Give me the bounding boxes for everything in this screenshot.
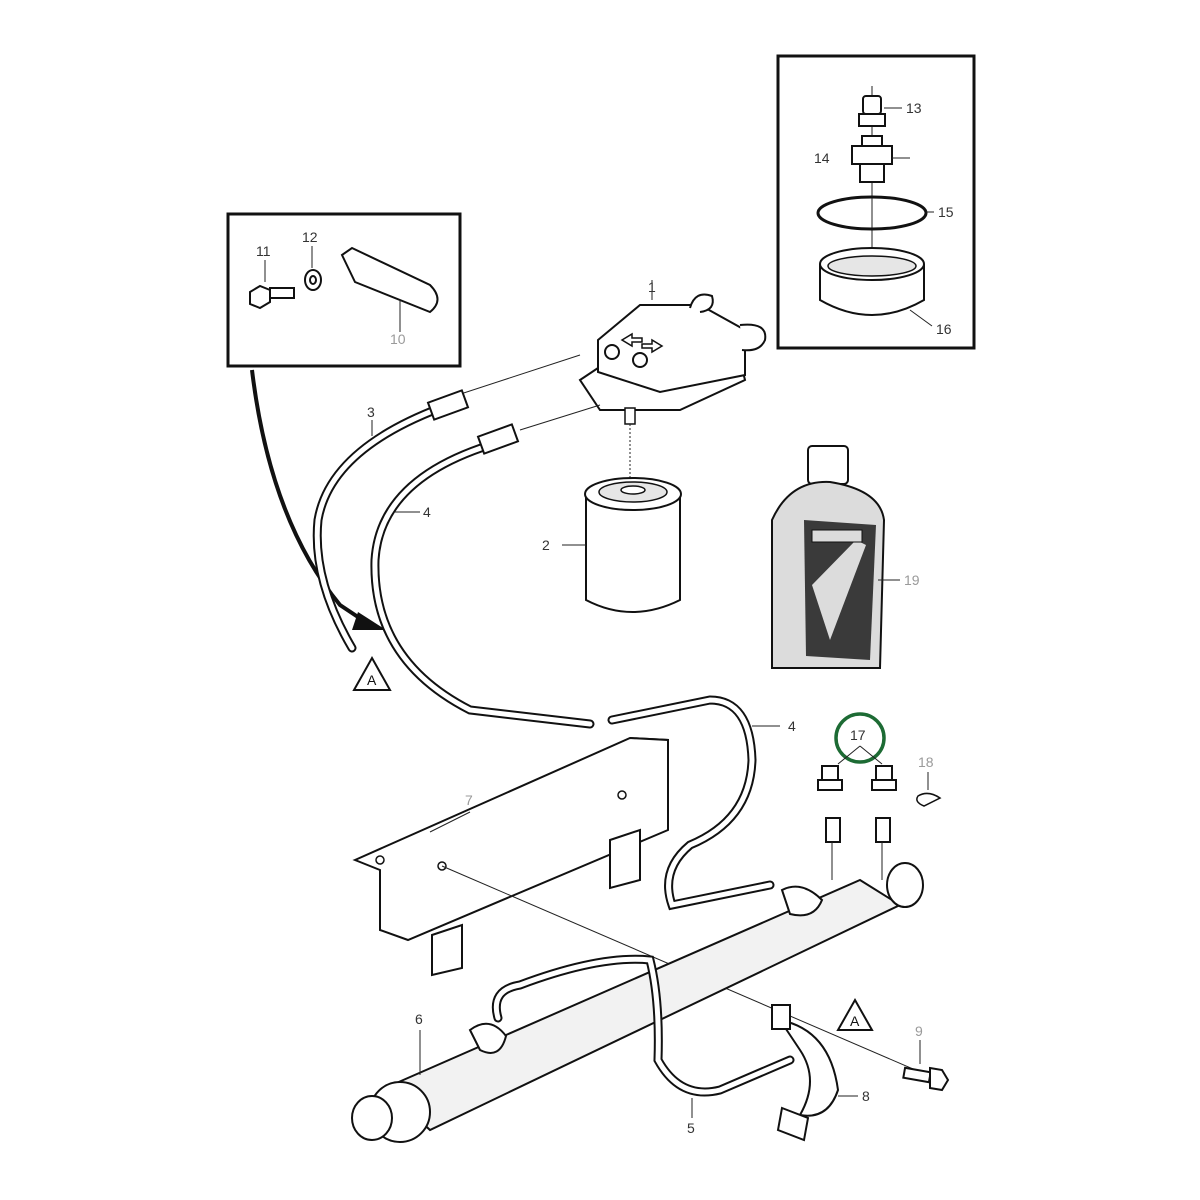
callout-5: 5 <box>687 1120 695 1136</box>
callout-17: 17 <box>850 727 866 743</box>
detail-box-bracket <box>226 212 462 368</box>
callout-3: 3 <box>367 404 375 420</box>
clamp-8 <box>771 1004 840 1142</box>
marker-a-right-label: A <box>850 1013 860 1029</box>
oil-cooler-6 <box>351 862 924 1143</box>
marker-a-right <box>836 997 874 1031</box>
reference-arrow <box>250 369 372 627</box>
oil-filter-2 <box>584 477 682 613</box>
sensor-13 <box>858 95 886 127</box>
bolt-11 <box>249 284 295 310</box>
callout-15: 15 <box>938 204 954 220</box>
callout-14: 14 <box>814 150 830 166</box>
fittings-17 <box>817 765 897 880</box>
marker-a-left <box>352 655 392 691</box>
cup-16 <box>819 247 925 316</box>
callout-12: 12 <box>302 229 318 245</box>
highlight-ring <box>834 712 886 764</box>
washer-12 <box>304 269 322 291</box>
callout-13: 13 <box>906 100 922 116</box>
bolt-9 <box>902 1066 950 1092</box>
callout-7: 7 <box>465 792 473 808</box>
filter-head-1 <box>578 293 767 425</box>
callout-11: 11 <box>256 243 271 259</box>
detail-box-sensor <box>776 54 976 350</box>
callout-8: 8 <box>862 1088 870 1104</box>
callout-4-lower: 4 <box>788 718 796 734</box>
callout-4-upper: 4 <box>423 504 431 520</box>
marker-a-left-label: A <box>367 672 377 688</box>
callout-6: 6 <box>415 1011 423 1027</box>
callout-19: 19 <box>904 572 920 588</box>
adapter-14 <box>851 135 893 183</box>
bracket-10 <box>340 246 439 314</box>
bracket-7 <box>352 736 669 977</box>
oil-bottle-19 <box>771 445 886 669</box>
callout-2: 2 <box>542 537 550 553</box>
clip-18 <box>916 792 942 807</box>
callout-9: 9 <box>915 1023 923 1039</box>
callout-1: 1 <box>648 279 656 295</box>
o-ring-15 <box>816 195 928 231</box>
callout-10: 10 <box>390 331 406 347</box>
callout-16: 16 <box>936 321 952 337</box>
callout-18: 18 <box>918 754 934 770</box>
